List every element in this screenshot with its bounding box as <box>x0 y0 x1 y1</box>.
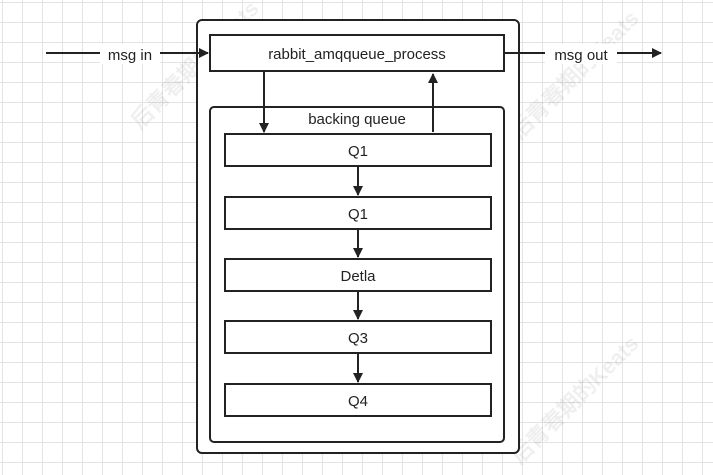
queue-box-q1-second <box>224 196 492 230</box>
process-label: rabbit_amqqueue_process <box>268 46 446 63</box>
queue-label-q1-first: Q1 <box>348 143 368 160</box>
queue-label-q4: Q4 <box>348 393 368 410</box>
queue-box-q4 <box>224 383 492 417</box>
queue-label-delta: Detla <box>340 268 376 285</box>
queue-label-q3: Q3 <box>348 330 368 347</box>
msg-in-label: msg in <box>108 47 152 64</box>
queue-label-q1-second: Q1 <box>348 206 368 223</box>
process-box <box>209 34 505 72</box>
backing-queue-label: backing queue <box>308 111 406 128</box>
watermark-text-3: 后青春期的Keats <box>506 331 644 469</box>
msg-in-label-bg <box>100 44 160 64</box>
watermark-text-2: 后青春期的Keats <box>506 6 644 144</box>
msg-out-label-bg <box>545 44 617 64</box>
msg-out-label: msg out <box>554 47 608 64</box>
